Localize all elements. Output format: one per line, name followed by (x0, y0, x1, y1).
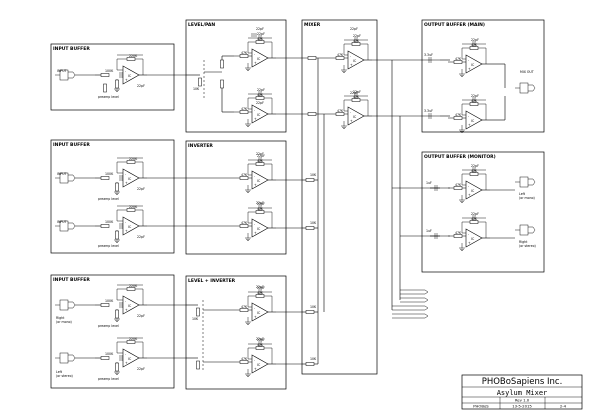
stereo-label-1: (or stereo) (56, 374, 73, 378)
level-pan-block (185, 19, 287, 133)
preamp-label-4: preamp level (98, 324, 119, 328)
preamp-label-2: preamp level (98, 197, 119, 201)
input-buffer-2-circuit: INPUT preamp level INPUT preamp level (54, 157, 186, 248)
mix-res-label-2: 10K (310, 221, 317, 225)
input-buffer-title-1: INPUT BUFFER (53, 46, 90, 52)
left-label: Left (56, 370, 63, 374)
cap-label-om1: 3.3uF (424, 53, 433, 57)
input-buffer-title-2: INPUT BUFFER (53, 142, 90, 148)
project-name: Asylum Mixer (497, 389, 548, 397)
input-buffer-1-circuit: INPUT preamp level (54, 54, 186, 99)
input-buffer-3-circuit: Right (or mono) preamp level Left (or st… (54, 284, 186, 381)
level-pot-label-2: 10K (192, 317, 199, 321)
level-pan-circuit: 10K 22pF 22pF (186, 27, 302, 126)
preamp-label-5: preamp level (98, 377, 119, 381)
output-monitor-block (421, 151, 545, 273)
date: 13-5-2015 (512, 404, 532, 409)
cap-label-li2: 22pF (256, 337, 264, 341)
right-label: Right (56, 316, 65, 320)
input-buffer-title-3: INPUT BUFFER (53, 277, 90, 283)
cap-label-mx2: 22pF (350, 91, 358, 95)
input-jack-label-1: INPUT (57, 69, 67, 73)
cap-label-mon1: 1uF (426, 181, 432, 185)
company-name: PHOBoSapiens Inc. (482, 377, 563, 387)
level-pot-label: 10K (193, 87, 200, 91)
mixer-block (301, 19, 378, 375)
level-inverter-title: LEVEL + INVERTER (188, 278, 236, 284)
input-buffer-block-2 (50, 139, 175, 254)
level-inverter-circuit: 10K 22pF 22pF (186, 285, 302, 376)
cap-label-lp2: 22pF (256, 101, 264, 105)
mon-left-label: Left (519, 192, 526, 196)
cap-label-inv2: 22pF (256, 201, 264, 205)
cap-label-mx1: 22pF (350, 27, 358, 31)
cap-label-li1: 22pF (256, 285, 264, 289)
input-buffer-block-1 (50, 43, 175, 111)
mixer-title: MIXER (304, 22, 321, 28)
mon-stereo-label: (or stereo) (519, 244, 536, 248)
author: PHOBoS (473, 404, 489, 409)
inverter-title: INVERTER (188, 143, 213, 149)
off-sheet-connectors (392, 289, 429, 319)
page-number: 2-4 (560, 404, 567, 409)
mix-out-label: MIX OUT (520, 70, 534, 74)
mixer-circuit: 22pF 22pF 10K 10K 10K 10K (302, 27, 420, 366)
mix-res-label-4: 10K (310, 357, 317, 361)
title-block: PHOBoSapiens Inc. Asylum Mixer Rev 1.0 P… (461, 374, 583, 410)
input-jack-label-3: INPUT (57, 220, 67, 224)
revision: Rev 1.0 (515, 398, 530, 403)
preamp-label-3: preamp level (98, 244, 119, 248)
level-pan-title: LEVEL/PAN (188, 22, 215, 28)
input-buffer-block-3 (50, 274, 175, 389)
output-monitor-circuit: 1uF 1uF Left (or mono) Right (or stereo) (426, 164, 536, 250)
mix-res-label-3: 10K (310, 305, 317, 309)
output-main-block (421, 19, 545, 133)
output-main-circuit: 3.3uF 3.3uF MIX OUT (420, 38, 536, 132)
inverter-block (185, 140, 287, 255)
mono-label-1: (or mono) (56, 320, 72, 324)
inverter-circuit: 22pF 22pF (186, 152, 302, 240)
output-main-title: OUTPUT BUFFER (MAIN) (424, 22, 485, 28)
mon-right-label: Right (519, 240, 528, 244)
preamp-label-1: preamp level (98, 95, 119, 99)
mix-res-label-1: 10K (310, 173, 317, 177)
cap-label-om2: 3.3uF (424, 109, 433, 113)
mon-mono-label: (or mono) (519, 196, 535, 200)
cap-label-inv1: 22pF (256, 152, 264, 156)
level-inverter-block (185, 275, 287, 390)
cap-label-lp1: 22pF (256, 27, 264, 31)
cap-label-mon2: 1uF (426, 229, 432, 233)
input-jack-label-2: INPUT (57, 172, 67, 176)
output-monitor-title: OUTPUT BUFFER (MONITOR) (424, 154, 496, 160)
